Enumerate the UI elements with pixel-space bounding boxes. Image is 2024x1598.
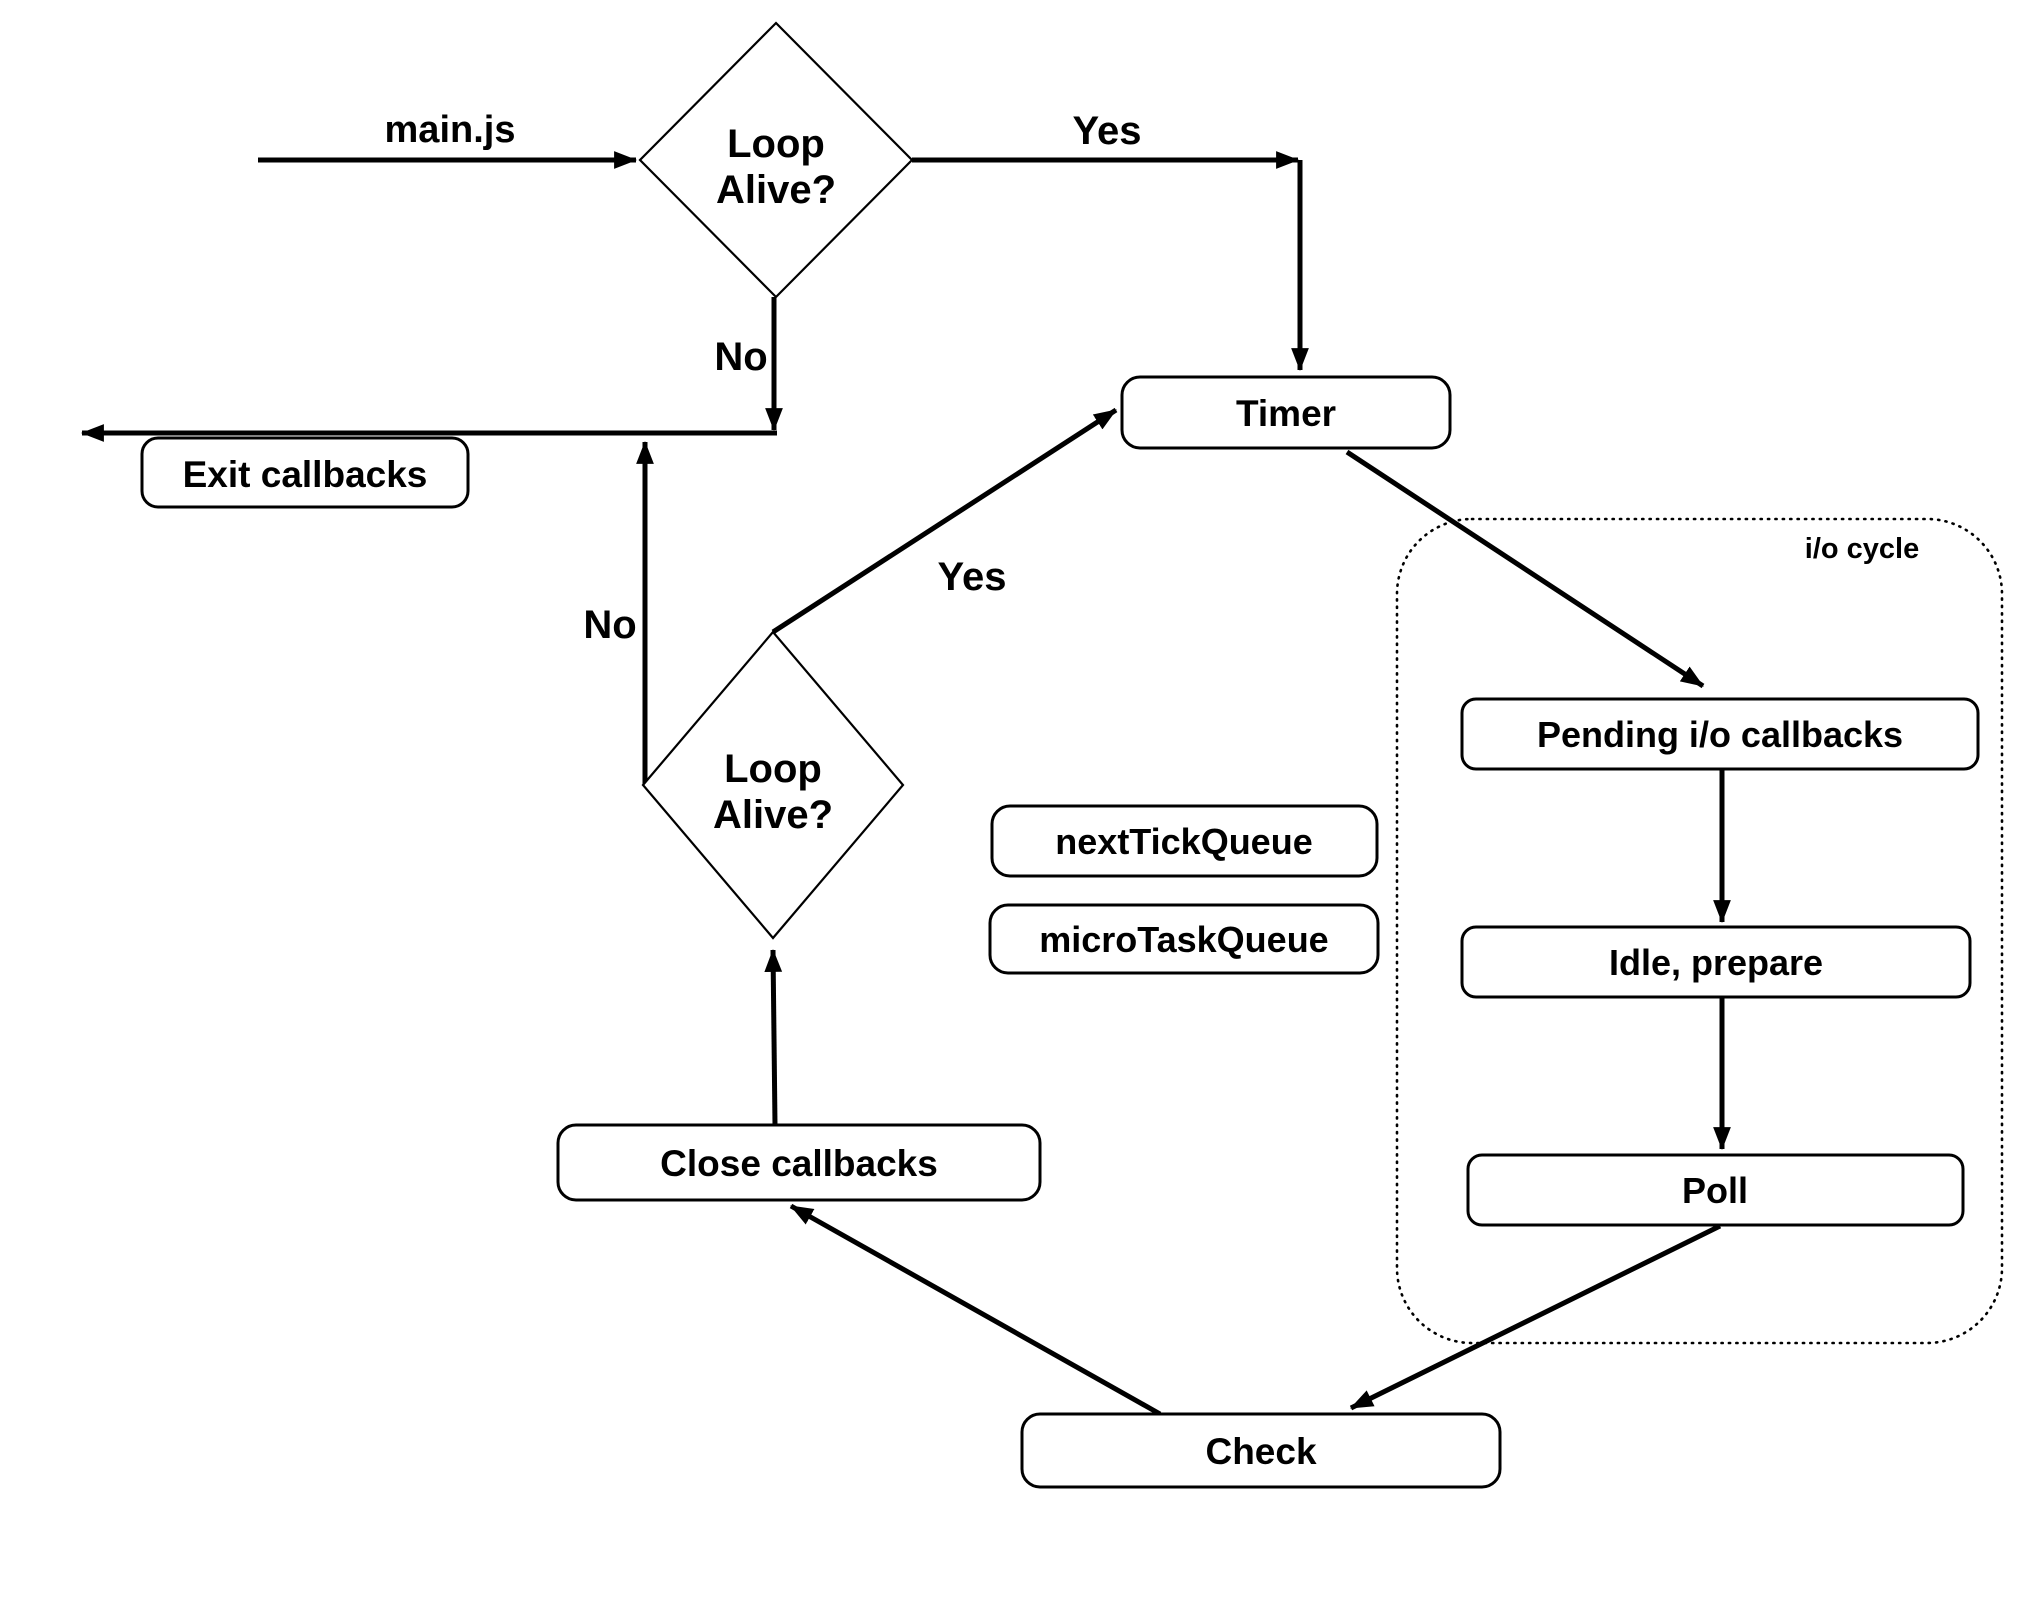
decision-top-label-line1: Loop	[727, 122, 825, 166]
io-cycle-label: i/o cycle	[1805, 533, 1919, 565]
micro-task-queue-box	[988, 903, 1380, 975]
main-js-label: main.js	[385, 109, 516, 151]
close-callbacks-label: Close callbacks	[660, 1143, 938, 1184]
next-tick-queue-label: nextTickQueue	[1055, 821, 1312, 862]
node-check: Check	[1020, 1412, 1502, 1489]
io-cycle-border	[1395, 517, 2004, 1345]
node-close-callbacks: Close callbacks	[556, 1123, 1042, 1202]
timer-box	[1120, 375, 1452, 450]
node-timer: Timer	[1120, 375, 1452, 450]
yes-bottom-label: Yes	[938, 555, 1007, 599]
io-cycle-container: i/o cycle	[1395, 517, 2004, 1345]
check-box	[1020, 1412, 1502, 1489]
node-poll: Poll	[1466, 1153, 1965, 1227]
pending-io-callbacks-label: Pending i/o callbacks	[1537, 714, 1903, 755]
node-exit-callbacks: Exit callbacks	[140, 436, 470, 509]
edge-check-to-close-arrow	[789, 1203, 1162, 1417]
micro-task-queue-label: microTaskQueue	[1039, 919, 1328, 960]
decision-loop-alive-bottom: Loop Alive?	[641, 630, 905, 940]
decision-bottom-label-line2: Alive?	[713, 793, 833, 837]
yes-top-label: Yes	[1073, 109, 1142, 153]
idle-prepare-box	[1460, 925, 1972, 999]
edge-poll-to-check-arrow	[1349, 1223, 1722, 1411]
decision-loop-alive-top: Loop Alive?	[638, 21, 914, 299]
exit-callbacks-label: Exit callbacks	[183, 454, 428, 495]
edge-yes-bottom-arrow	[771, 407, 1118, 635]
decision-top-label-line2: Alive?	[716, 168, 836, 212]
decision-bottom-shape	[641, 630, 905, 940]
decision-top-shape	[638, 21, 914, 299]
idle-prepare-label: Idle, prepare	[1609, 942, 1823, 983]
timer-label: Timer	[1236, 393, 1336, 434]
node-next-tick-queue: nextTickQueue	[990, 804, 1379, 878]
pending-io-callbacks-box	[1460, 697, 1980, 771]
edge-close-to-decision-arrow	[764, 948, 783, 1126]
node-micro-task-queue: microTaskQueue	[988, 903, 1380, 975]
decision-bottom-label-line1: Loop	[724, 747, 822, 791]
exit-callbacks-box	[140, 436, 470, 509]
no-top-label: No	[714, 335, 767, 379]
check-label: Check	[1205, 1431, 1316, 1472]
poll-box	[1466, 1153, 1965, 1227]
node-idle-prepare: Idle, prepare	[1460, 925, 1972, 999]
node-pending-io-callbacks: Pending i/o callbacks	[1460, 697, 1980, 771]
close-callbacks-box	[556, 1123, 1042, 1202]
next-tick-queue-box	[990, 804, 1379, 878]
no-bottom-label: No	[583, 603, 636, 647]
poll-label: Poll	[1682, 1170, 1748, 1211]
edge-timer-to-pending-arrow	[1345, 449, 1705, 689]
